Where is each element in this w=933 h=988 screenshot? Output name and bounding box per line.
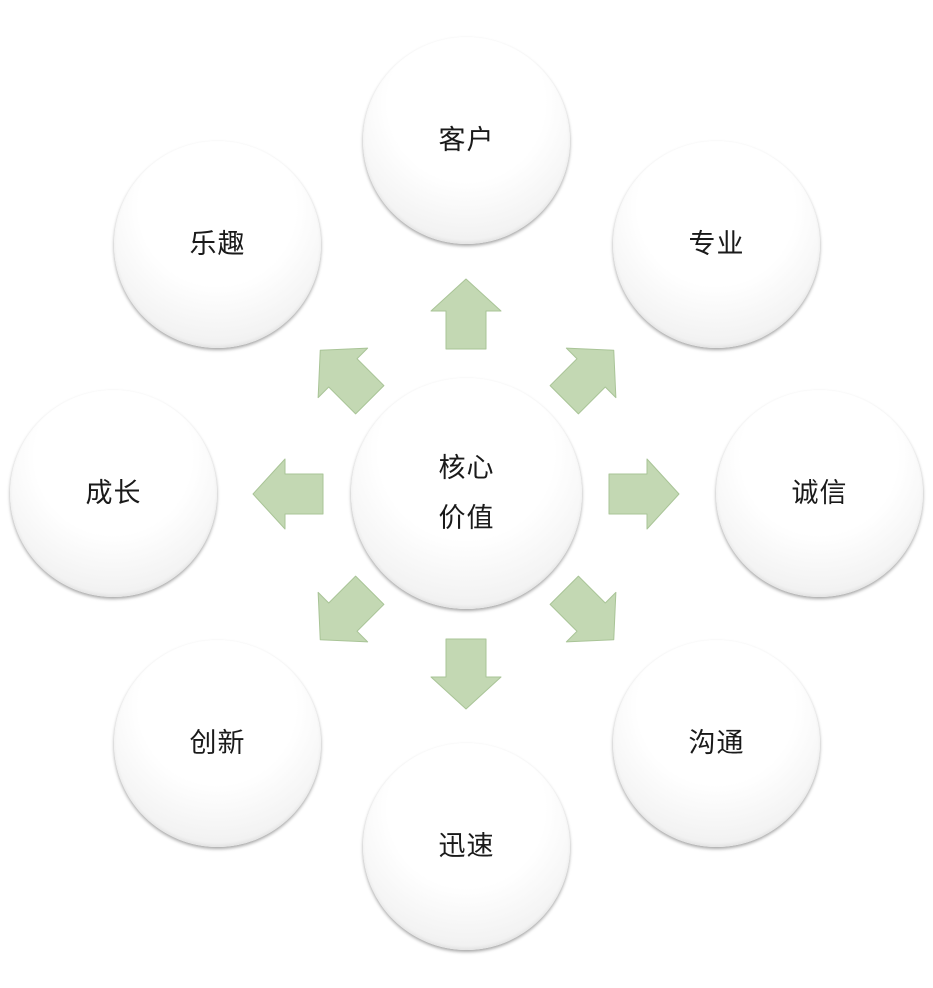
center-label-line2: 价值: [438, 502, 495, 534]
node-fun: 乐趣: [114, 141, 321, 348]
node-label: 迅速: [438, 830, 495, 862]
arrow-left-icon: [252, 458, 324, 530]
arrow-up-right-icon: [549, 347, 617, 415]
node-label: 客户: [438, 124, 495, 156]
arrow-up: [428, 276, 504, 352]
center-label: 核心 价值: [439, 444, 495, 544]
node-speed: 迅速: [363, 743, 570, 950]
arrow-right-icon: [608, 458, 680, 530]
node-core-values: 核心 价值: [351, 378, 582, 609]
node-label: 沟通: [688, 727, 745, 759]
node-communication: 沟通: [613, 640, 820, 847]
arrow-down-right: [535, 561, 642, 668]
node-customer: 客户: [363, 37, 570, 244]
node-growth: 成长: [10, 390, 217, 597]
node-integrity: 诚信: [716, 390, 923, 597]
arrow-right: [606, 456, 682, 532]
node-label: 乐趣: [189, 228, 246, 260]
arrow-down: [428, 636, 504, 712]
node-label: 诚信: [791, 477, 848, 509]
arrow-up-right: [535, 321, 642, 428]
node-innovation: 创新: [114, 640, 321, 847]
center-label-line1: 核心: [438, 452, 495, 484]
node-label: 成长: [85, 477, 142, 509]
arrow-up-icon: [430, 278, 502, 350]
node-professional: 专业: [613, 141, 820, 348]
node-label: 创新: [189, 727, 246, 759]
arrow-down-left-icon: [317, 575, 385, 643]
arrow-down-left: [291, 561, 398, 668]
arrow-left: [250, 456, 326, 532]
arrow-up-left: [291, 321, 398, 428]
arrow-down-right-icon: [549, 575, 617, 643]
arrow-up-left-icon: [317, 347, 385, 415]
arrow-down-icon: [430, 638, 502, 710]
node-label: 专业: [688, 228, 745, 260]
